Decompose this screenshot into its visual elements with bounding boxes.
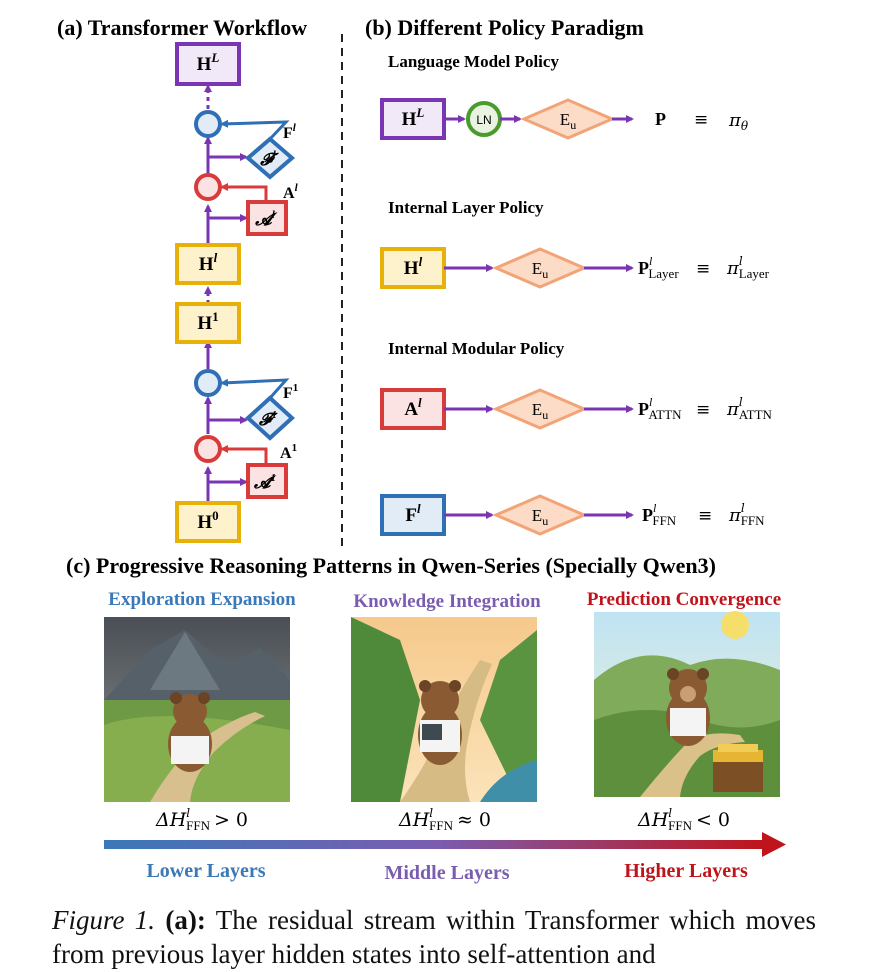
residual-add-attn-1: [194, 435, 222, 463]
svg-text:H0: H0: [197, 508, 218, 533]
caption-text: The residual stream within Transformer w…: [52, 905, 817, 969]
svg-text:LN: LN: [476, 113, 491, 127]
svg-text:HL: HL: [197, 50, 220, 75]
attention-module-l: 𝓐l: [246, 200, 288, 236]
svg-text:Al: Al: [404, 395, 422, 420]
row3-heading: Internal Modular Policy: [388, 339, 565, 358]
layer-label-lower: Lower Layers: [146, 860, 265, 882]
hidden-state-h-top: HL: [175, 42, 241, 86]
svg-text:P: P: [655, 109, 666, 129]
residual-add-ffn-1: [194, 369, 222, 397]
svg-text:H1: H1: [197, 309, 218, 334]
hidden-state-h-0: H0: [175, 501, 241, 543]
residual-add-attn-l: [194, 173, 222, 201]
svg-text:Eu: Eu: [532, 400, 548, 422]
ffn-module-1: 𝓕1: [245, 395, 295, 441]
layer-progression-arrow: [104, 832, 786, 857]
svg-text:HL: HL: [402, 105, 425, 130]
panel-c-title: (c) Progressive Reasoning Patterns in Qw…: [66, 553, 716, 578]
stage-label-integration: Knowledge Integration: [353, 591, 541, 612]
panel-a-title: (a) Transformer Workflow: [57, 15, 307, 40]
figure-caption: Figure 1. (a): The residual stream withi…: [52, 903, 816, 971]
svg-text:Eu: Eu: [532, 506, 548, 528]
row1-heading: Language Model Policy: [388, 52, 559, 71]
policy-row-language-model: HL LN Eu P ≡ πθ: [380, 98, 749, 140]
hidden-state-h-1: H1: [175, 302, 241, 344]
svg-text:Hl: Hl: [199, 250, 218, 275]
svg-text:≡: ≡: [696, 259, 710, 279]
caption-panel-ref: (a):: [165, 905, 206, 935]
label-a-l: Al: [283, 182, 299, 202]
svg-text:≡: ≡: [694, 110, 708, 130]
svg-text:Eu: Eu: [532, 259, 548, 281]
attention-module-1: 𝓐1: [246, 463, 288, 499]
svg-text:≡: ≡: [696, 400, 710, 420]
label-f-l: Fl: [283, 122, 297, 142]
stage-label-convergence: Prediction Convergence: [587, 589, 781, 610]
svg-text:πθ: πθ: [728, 110, 749, 133]
svg-text:Eu: Eu: [560, 110, 576, 132]
illustration-integration: [351, 617, 537, 802]
figure-canvas: (a) Transformer Workflow HL Hl H1: [57, 15, 786, 884]
caption-figure-label: Figure 1.: [52, 905, 156, 935]
illustration-convergence: [594, 611, 780, 797]
return-arrows: [220, 119, 290, 463]
svg-text:Hl: Hl: [404, 254, 423, 279]
illustration-exploration: [104, 617, 290, 802]
stage-label-exploration: Exploration Expansion: [108, 589, 296, 610]
layer-label-higher: Higher Layers: [624, 860, 748, 882]
ffn-module-l: 𝓕l: [244, 136, 296, 180]
hidden-state-h-l: Hl: [175, 243, 241, 285]
label-f-1: F1: [283, 382, 298, 402]
row2-heading: Internal Layer Policy: [388, 198, 544, 217]
branch-arrows: [206, 153, 248, 493]
label-a-1: A1: [280, 442, 297, 462]
residual-add-ffn-l: [194, 110, 222, 138]
svg-text:Fl: Fl: [405, 501, 421, 526]
svg-text:≡: ≡: [698, 506, 712, 526]
layer-label-middle: Middle Layers: [385, 862, 510, 884]
panel-b-title: (b) Different Policy Paradigm: [365, 15, 644, 40]
